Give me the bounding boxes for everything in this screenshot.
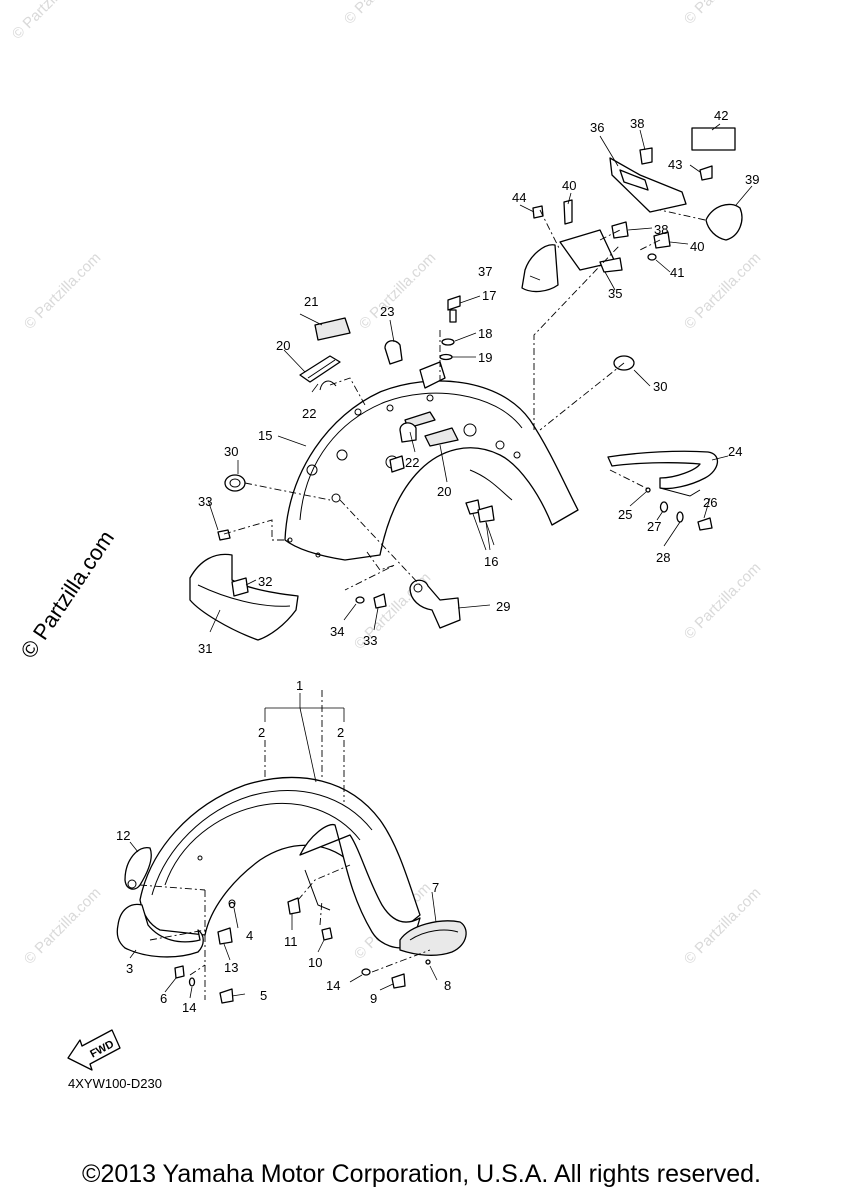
clamp-part-23: [384, 295, 461, 473]
callout-41: 41: [670, 265, 684, 280]
fwd-arrow-icon: FWD: [67, 1029, 121, 1071]
callout-32: 32: [258, 574, 272, 589]
callout-3: 3: [126, 961, 133, 976]
bracket-part-16: [465, 499, 495, 551]
callout-38: 38: [630, 116, 644, 131]
callout-37: 37: [478, 264, 492, 279]
callout-24: 24: [728, 444, 742, 459]
callout-27: 27: [647, 519, 661, 534]
callout-9: 9: [370, 991, 377, 1006]
callout-25: 25: [618, 507, 632, 522]
watermark-large: © Partzilla.com: [15, 526, 119, 663]
callout-6: 6: [160, 991, 167, 1006]
pad-part-20-21-22: [299, 317, 459, 447]
callout-40: 40: [690, 239, 704, 254]
rack-parts-35-44: [521, 127, 743, 293]
assembly-lines-lower: [139, 690, 431, 1000]
callout-34: 34: [330, 624, 344, 639]
watermark: © Partzilla.com: [681, 0, 764, 28]
callout-23: 23: [380, 304, 394, 319]
callout-16: 16: [484, 554, 498, 569]
watermark: © Partzilla.com: [9, 0, 92, 43]
callout-14: 14: [326, 978, 340, 993]
cover-part-31: [189, 529, 387, 641]
callout-31: 31: [198, 641, 212, 656]
callout-26: 26: [703, 495, 717, 510]
callout-43: 43: [668, 157, 682, 172]
callout-2: 2: [258, 725, 265, 740]
fender-assembly-part-1: [139, 776, 421, 949]
hardware-lower: [174, 897, 431, 1004]
callout-10: 10: [308, 955, 322, 970]
callout-28: 28: [656, 550, 670, 565]
watermark: © Partzilla.com: [356, 249, 439, 332]
callout-4: 4: [246, 928, 253, 943]
callout-30: 30: [653, 379, 667, 394]
copyright-notice: ©2013 Yamaha Motor Corporation, U.S.A. A…: [82, 1160, 761, 1188]
callout-42: 42: [714, 108, 728, 123]
callout-11: 11: [284, 934, 298, 949]
callout-40: 40: [562, 178, 576, 193]
callout-20: 20: [276, 338, 290, 353]
watermark: © Partzilla.com: [21, 249, 104, 332]
watermark: © Partzilla.com: [341, 0, 424, 28]
callout-14: 14: [182, 1000, 196, 1015]
callout-15: 15: [258, 428, 272, 443]
callout-5: 5: [260, 988, 267, 1003]
callout-8: 8: [444, 978, 451, 993]
callout-2: 2: [337, 725, 344, 740]
reflector-part-12: [124, 847, 152, 890]
callout-22: 22: [405, 455, 419, 470]
callout-30: 30: [224, 444, 238, 459]
hardware-part-25-28: [645, 487, 713, 531]
callout-12: 12: [116, 828, 130, 843]
watermark: © Partzilla.com: [681, 249, 764, 332]
strap-part-24: [607, 450, 719, 497]
callout-22: 22: [302, 406, 316, 421]
rear-fender-part-15: [284, 380, 579, 561]
callout-36: 36: [590, 120, 604, 135]
watermark: © Partzilla.com: [21, 884, 104, 967]
leader-lines-lower: [129, 693, 438, 999]
watermark: © Partzilla.com: [681, 884, 764, 967]
callout-44: 44: [512, 190, 526, 205]
leader-lines-upper: [207, 123, 753, 633]
callout-18: 18: [478, 326, 492, 341]
callout-33: 33: [363, 633, 377, 648]
callout-39: 39: [745, 172, 759, 187]
callout-35: 35: [608, 286, 622, 301]
assembly-lines-upper: [223, 209, 706, 591]
watermark: © Partzilla.com: [681, 559, 764, 642]
callout-33: 33: [198, 494, 212, 509]
flap-part-3: [116, 903, 204, 958]
callout-17: 17: [482, 288, 496, 303]
callout-13: 13: [224, 960, 238, 975]
callout-20: 20: [437, 484, 451, 499]
callout-21: 21: [304, 294, 318, 309]
bracket-part-29: [409, 579, 461, 629]
callout-29: 29: [496, 599, 510, 614]
callout-19: 19: [478, 350, 492, 365]
callout-38: 38: [654, 222, 668, 237]
callout-labels: 1 2 2 3 4 5 6 7 8 9 10 11 12 13 14 14 15…: [116, 108, 759, 1015]
inner-fender-part-7: [399, 920, 467, 956]
callout-7: 7: [432, 880, 439, 895]
diagram-code: 4XYW100-D230: [68, 1076, 162, 1091]
callout-1: 1: [296, 678, 303, 693]
